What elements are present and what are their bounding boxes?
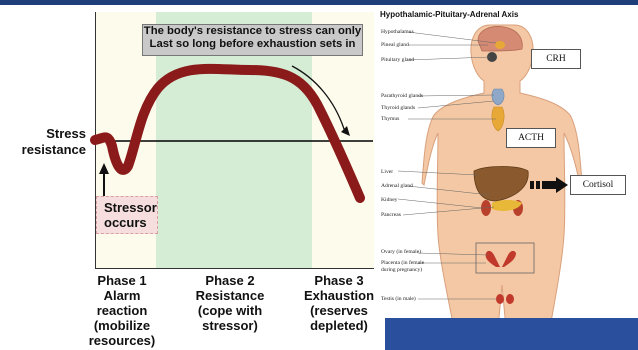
hypothalamus: [495, 41, 505, 49]
testis-right: [506, 294, 514, 304]
label-kidney: Kidney: [381, 197, 397, 203]
phase-3-line-3: (reserves: [298, 303, 380, 318]
phase-1-label: Phase 1 Alarm reaction (mobilize resourc…: [84, 273, 160, 348]
up-arrow-icon: [99, 163, 109, 197]
phase-2-line-1: Phase 2: [186, 273, 274, 288]
label-ovary: Ovary (in female): [381, 249, 421, 255]
label-pancreas: Pancreas: [381, 212, 401, 218]
phase-2-label: Phase 2 Resistance (cope with stressor): [186, 273, 274, 333]
phase-1-line-3: reaction: [84, 303, 160, 318]
label-thyroid: Thyroid glands: [381, 105, 415, 111]
stressor-line-1: Stressor: [104, 200, 157, 215]
phase-2-line-4: stressor): [186, 318, 274, 333]
crh-box: CRH: [531, 49, 581, 69]
callout-line-1: The body's resistance to stress can only: [143, 25, 362, 38]
label-placenta-1: Placenta (in female: [381, 260, 424, 266]
y-axis-label: Stress resistance: [4, 126, 86, 158]
phase-1-line-4: (mobilize: [84, 318, 160, 333]
phase-1-line-2: Alarm: [84, 288, 160, 303]
cortisol-box: Cortisol: [570, 175, 626, 195]
y-label-line-2: resistance: [4, 142, 86, 158]
label-hypothalamus: Hypothalamus: [381, 29, 414, 35]
phase-1-line-1: Phase 1: [84, 273, 160, 288]
caption-box: [385, 318, 638, 350]
testis: [496, 294, 504, 304]
phase-3-line-4: depleted): [298, 318, 380, 333]
y-label-line-1: Stress: [4, 126, 86, 142]
label-pituitary: Pituitary gland: [381, 57, 414, 63]
label-adrenal: Adrenal gland: [381, 183, 413, 189]
label-thymus: Thymus: [381, 116, 399, 122]
label-liver: Liver: [381, 169, 393, 175]
callout-line-2: Last so long before exhaustion sets in: [143, 38, 362, 51]
phase-2-line-2: Resistance: [186, 288, 274, 303]
stressor-label: Stressor occurs: [104, 200, 157, 230]
phase-1-line-5: resources): [84, 333, 160, 348]
phase-3-label: Phase 3 Exhaustion (reserves depleted): [298, 273, 380, 333]
stressor-line-2: occurs: [104, 215, 157, 230]
label-parathyroid: Parathyroid glands: [381, 93, 423, 99]
acth-box: ACTH: [506, 128, 556, 148]
label-testis: Testis (in male): [381, 296, 416, 302]
phase-3-line-2: Exhaustion: [298, 288, 380, 303]
stress-callout: The body's resistance to stress can only…: [142, 24, 363, 56]
label-pineal: Pineal gland: [381, 42, 409, 48]
phase-3-line-1: Phase 3: [298, 273, 380, 288]
phase-2-line-3: (cope with: [186, 303, 274, 318]
label-placenta-2: during pregnancy): [381, 267, 422, 273]
